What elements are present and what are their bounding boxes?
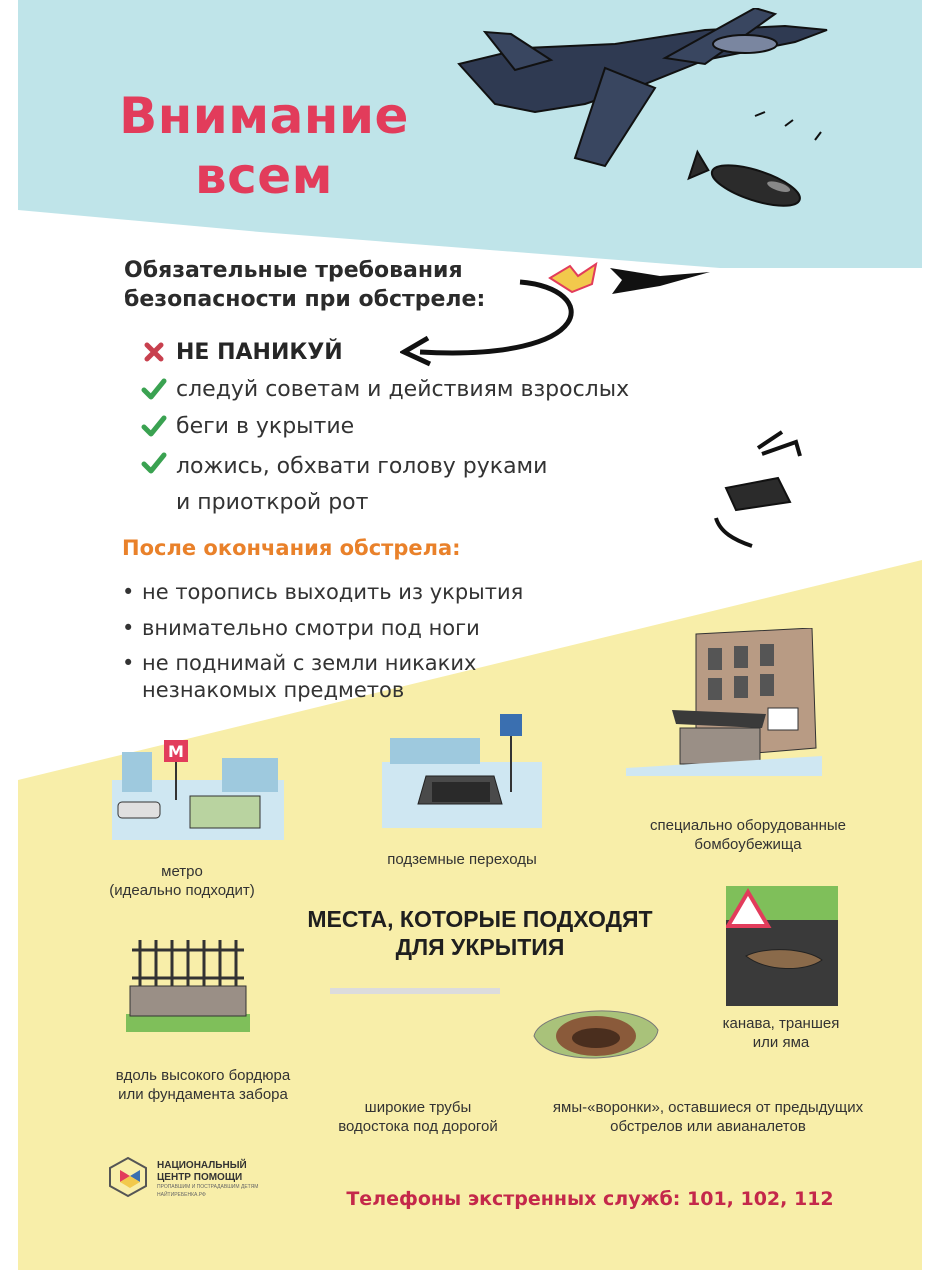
rule-text: НЕ ПАНИКУЙ [176,340,343,365]
rule-item: НЕ ПАНИКУЙ [132,338,732,375]
pipes-illustration [330,988,500,994]
curved-arrow-illustration [400,261,710,367]
caption-underpass: подземные переходы [387,851,537,868]
rule-item: ложись, обхвати голову руками и приоткро… [132,449,732,519]
caption-fence: вдоль высокого бордюра или фундамента за… [115,1067,291,1103]
caption-ditch: канава, траншея или яма [722,1015,840,1051]
underpass-illustration [382,714,542,828]
crater-illustration [533,1010,659,1059]
rule-item: беги в укрытие [132,412,732,449]
rule-text: ложись, обхвати голову руками и приоткро… [176,454,548,515]
check-icon [132,412,176,437]
rule-item: следуй советам и действиям взрослых [132,375,732,412]
rule-text: беги в укрытие [176,414,355,439]
ditch-illustration [726,886,838,1006]
logo-line-1: НАЦИОНАЛЬНЫЙ [157,1160,247,1171]
caption-bomb-shelter: специально оборудованные бомбоубежища [649,817,847,853]
check-icon [132,449,176,474]
poster-title: Внимание всем [119,87,409,205]
logo-line-2: ЦЕНТР ПОМОЩИ [157,1172,243,1183]
list-item-text: не поднимай с земли никаких незнакомых п… [142,651,477,702]
rule-text: следуй советам и действиям взрослых [176,377,630,402]
caption-pipes: широкие трубы водостока под дорогой [338,1099,498,1135]
cross-icon [132,338,176,363]
list-item-text: внимательно смотри под ноги [142,616,480,640]
falling-bomb-illustration [714,430,802,548]
bomb-shelter-illustration [626,628,822,776]
fence-illustration [126,940,250,1032]
list-item-text: не торопись выходить из укрытия [142,580,524,604]
after-shelling-heading: После окончания обстрела: [122,536,461,560]
list-item: •не поднимай с земли никаких незнакомых … [122,651,477,702]
list-item: •не торопись выходить из укрытия [122,580,524,604]
logo-line-4: НАЙТИРЕБЕНКА.РФ [157,1192,206,1198]
logo-text: НАЦИОНАЛЬНЫЙ ЦЕНТР ПОМОЩИ ПРОПАВШИМ И ПО… [157,1160,258,1199]
fighter-jet-illustration [457,8,828,207]
places-title: МЕСТА, КОТОРЫЕ ПОДХОДЯТ ДЛЯ УКРЫТИЯ [307,906,653,960]
caption-metro: метро (идеально подходит) [109,863,255,899]
after-shelling-list: •не торопись выходить из укрытия •внимат… [122,578,642,712]
caption-craters: ямы-«воронки», оставшиеся от предыдущих … [552,1099,864,1135]
logo-line-3: ПРОПАВШИМ И ПОСТРАДАВШИМ ДЕТЯМ [157,1184,259,1190]
rules-list: НЕ ПАНИКУЙ следуй советам и действиям вз… [132,338,732,519]
list-item: •внимательно смотри под ноги [122,616,480,640]
metro-sign-label: М [168,742,184,761]
metro-illustration: М [112,740,284,840]
emergency-phones: Телефоны экстренных служб: 101, 102, 112 [346,1188,834,1210]
check-icon [132,375,176,400]
requirements-heading: Обязательные требования безопасности при… [124,258,486,312]
logo-emblem-icon [109,1156,147,1198]
